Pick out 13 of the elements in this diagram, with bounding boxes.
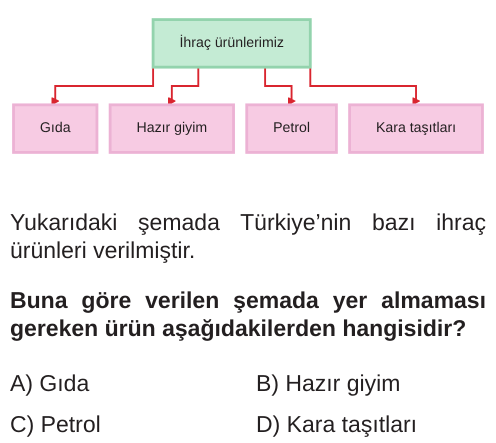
arrow xyxy=(168,67,200,106)
answer-option: C) Petrol xyxy=(10,410,256,438)
answer-option: D) Kara taşıtları xyxy=(256,410,486,438)
node-box: Petrol xyxy=(245,103,338,154)
node-box: Hazır giyim xyxy=(108,103,235,154)
node-box: Gıda xyxy=(12,103,98,154)
answer-option: B) Hazır giyim xyxy=(256,369,486,397)
node-box: İhraç ürünlerimiz xyxy=(152,18,312,69)
arrow xyxy=(264,67,296,106)
question-prompt: Buna göre verilen şemada yer almaması gereken ürün aşağıdakilerden hangisidir? xyxy=(10,286,486,342)
answer-option: A) Gıda xyxy=(10,369,256,397)
node-box: Kara taşıtları xyxy=(348,103,484,154)
question-text: Yukarıdaki şemada Türkiye’nin bazı ihraç ürünleri verilmiştir. xyxy=(10,208,486,264)
